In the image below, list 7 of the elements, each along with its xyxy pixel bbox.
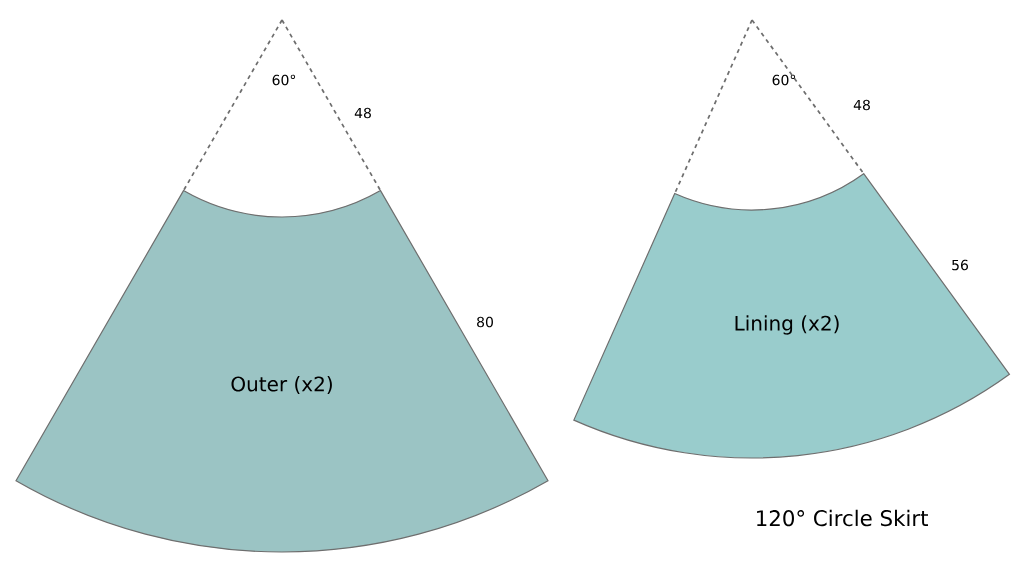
dimension-label: 48 [853, 99, 870, 111]
dimension-label: 60° [272, 74, 296, 86]
dimension-label: 56 [952, 259, 968, 271]
dimension-label: 80 [477, 316, 493, 328]
dimension-label: 48 [354, 107, 371, 119]
dimension-label: 60° [772, 74, 796, 86]
title: 120° Circle Skirt [757, 509, 928, 527]
